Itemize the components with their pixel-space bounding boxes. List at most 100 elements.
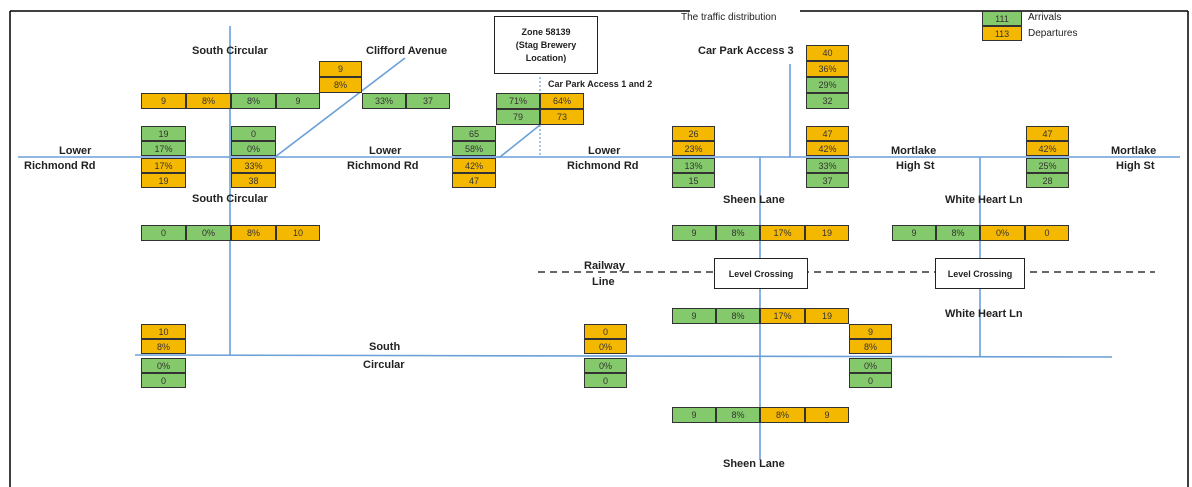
- label-car-park-12: Car Park Access 1 and 2: [548, 79, 653, 89]
- label-railway: Railway: [584, 260, 625, 272]
- flow-cell: 0%: [980, 225, 1025, 241]
- flow-cell: 8%: [141, 339, 186, 354]
- flow-cell: 17%: [760, 225, 805, 241]
- flow-cell: 0%: [141, 358, 186, 373]
- flow-cell: 58%: [452, 141, 496, 156]
- flow-cell: 0: [231, 126, 276, 141]
- label-south-bottom: South: [369, 341, 401, 353]
- label-lower-east: Lower: [588, 145, 621, 157]
- flow-cell: 10: [276, 225, 320, 241]
- flow-cell: 19: [141, 126, 186, 141]
- label-clifford-avenue: Clifford Avenue: [366, 45, 448, 57]
- flow-cell: 36%: [806, 61, 849, 77]
- flow-cell: 47: [1026, 126, 1069, 141]
- label-line: Line: [592, 276, 615, 288]
- flow-cell: 65: [452, 126, 496, 141]
- flow-cell: 19: [805, 308, 849, 324]
- flow-cell: 0%: [186, 225, 231, 241]
- flow-cell: 19: [141, 173, 186, 188]
- flow-cell: 17%: [760, 308, 805, 324]
- flow-cell: 33%: [362, 93, 406, 109]
- label-south-circular-mid: South Circular: [192, 193, 268, 205]
- level-crossing-sheen: Level Crossing: [714, 258, 808, 289]
- label-richmond-mid: Richmond Rd: [347, 160, 419, 172]
- flow-cell: 9: [276, 93, 320, 109]
- flow-cell: 40: [806, 45, 849, 61]
- flow-cell: 17%: [141, 141, 186, 156]
- label-high-st-mid: High St: [896, 160, 935, 172]
- label-lower-mid: Lower: [369, 145, 402, 157]
- flow-cell: 17%: [141, 158, 186, 173]
- flow-cell: 19: [805, 225, 849, 241]
- flow-cell: 47: [806, 126, 849, 141]
- label-richmond-east: Richmond Rd: [567, 160, 639, 172]
- flow-cell: 79: [496, 109, 540, 125]
- flow-cell: 33%: [806, 158, 849, 173]
- label-white-heart-lower: White Heart Ln: [945, 308, 1023, 320]
- flow-cell: 0%: [584, 339, 627, 354]
- flow-cell: 37: [806, 173, 849, 188]
- flow-cell: 8%: [716, 308, 760, 324]
- flow-cell: 32: [806, 93, 849, 109]
- flow-cell: 9: [805, 407, 849, 423]
- flow-cell: 26: [672, 126, 715, 141]
- flow-cell: 8%: [319, 77, 362, 93]
- flow-cell: 9: [672, 407, 716, 423]
- flow-cell: 8%: [849, 339, 892, 354]
- label-richmond-west: Richmond Rd: [24, 160, 96, 172]
- flow-cell: 10: [141, 324, 186, 339]
- label-sheen-lane-bottom: Sheen Lane: [723, 458, 785, 470]
- flow-cell: 0%: [584, 358, 627, 373]
- flow-cell: 28: [1026, 173, 1069, 188]
- flow-cell: 37: [406, 93, 450, 109]
- flow-cell: 8%: [186, 93, 231, 109]
- flow-cell: 8%: [716, 407, 760, 423]
- legend-departures-label: Departures: [1028, 28, 1078, 39]
- flow-cell: 0%: [849, 358, 892, 373]
- flow-cell: 0: [849, 373, 892, 388]
- flow-cell: 33%: [231, 158, 276, 173]
- flow-cell: 0: [1025, 225, 1069, 241]
- flow-cell: 29%: [806, 77, 849, 93]
- zone-box: Zone 58139 (Stag Brewery Location): [494, 16, 598, 74]
- zone-line-1: Zone 58139: [521, 26, 571, 37]
- flow-cell: 0: [141, 373, 186, 388]
- flow-cell: 0: [584, 324, 627, 339]
- flow-cell: 25%: [1026, 158, 1069, 173]
- legend-arrivals-label: Arrivals: [1028, 12, 1062, 23]
- flow-cell: 9: [141, 93, 186, 109]
- flow-cell: 9: [849, 324, 892, 339]
- flow-cell: 0: [584, 373, 627, 388]
- flow-cell: 47: [452, 173, 496, 188]
- flow-cell: 64%: [540, 93, 584, 109]
- legend-arrivals-swatch: 111: [982, 11, 1022, 26]
- flow-cell: 42%: [452, 158, 496, 173]
- flow-cell: 8%: [936, 225, 980, 241]
- label-sheen-lane-upper: Sheen Lane: [723, 194, 785, 206]
- zone-line-2: (Stag Brewery: [515, 39, 577, 50]
- flow-cell: 23%: [672, 141, 715, 156]
- flow-cell: 9: [672, 308, 716, 324]
- legend-departures-swatch: 113: [982, 26, 1022, 41]
- label-circular-bottom: Circular: [363, 359, 405, 371]
- flow-cell: 42%: [1026, 141, 1069, 156]
- flow-cell: 8%: [231, 93, 276, 109]
- flow-cell: 8%: [231, 225, 276, 241]
- flow-cell: 0: [141, 225, 186, 241]
- flow-cell: 73: [540, 109, 584, 125]
- flow-cell: 42%: [806, 141, 849, 156]
- label-mortlake-mid: Mortlake: [891, 145, 937, 157]
- flow-cell: 38: [231, 173, 276, 188]
- flow-cell: 15: [672, 173, 715, 188]
- label-car-park-3: Car Park Access 3: [698, 45, 794, 57]
- label-south-circular-top: South Circular: [192, 45, 268, 57]
- flow-cell: 9: [672, 225, 716, 241]
- flow-cell: 8%: [716, 225, 760, 241]
- level-crossing-white-heart: Level Crossing: [935, 258, 1025, 289]
- flow-cell: 9: [319, 61, 362, 77]
- label-lower-west: Lower: [59, 145, 92, 157]
- label-white-heart-upper: White Heart Ln: [945, 194, 1023, 206]
- zone-line-3: Location): [525, 52, 567, 63]
- label-high-st-east: High St: [1116, 160, 1155, 172]
